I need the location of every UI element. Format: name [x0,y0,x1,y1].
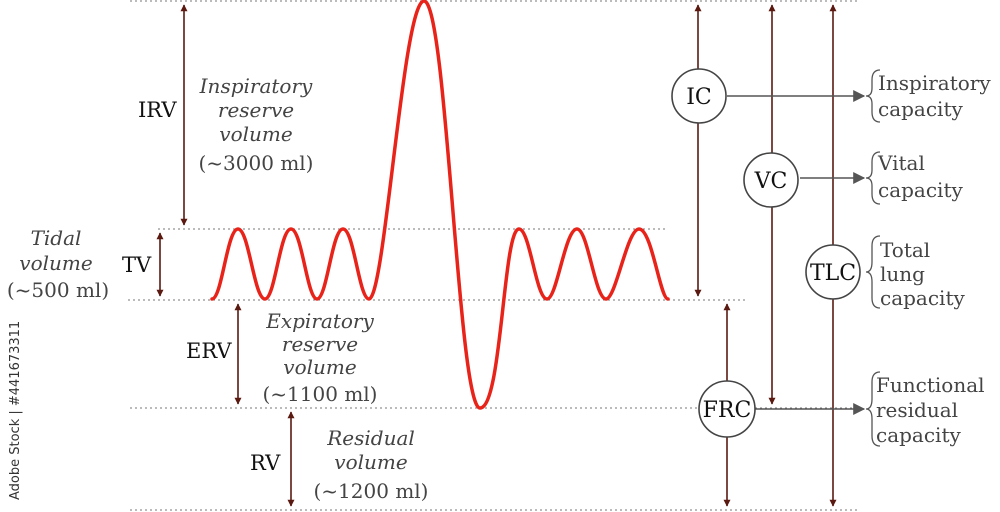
tv-value: (~500 ml) [7,278,109,302]
tv-description: Tidal volume (~500 ml) [7,226,109,302]
ic-node: IC [671,68,727,124]
irv-abbr: IRV [138,98,177,122]
volume-arrows [156,4,295,507]
irv-line3: volume [219,122,292,146]
irv-line2: reserve [218,98,294,122]
watermark-text: Adobe Stock | #441673311 [8,321,23,500]
erv-line1: Expiratory [265,309,374,333]
irv-description: Inspiratory reserve volume (~3000 ml) [199,74,314,175]
tlc-node: TLC [805,244,861,300]
frc-caption: Functional residual capacity [876,373,985,447]
capacity-brackets [865,69,881,447]
level-guides [128,0,860,511]
erv-line2: reserve [282,332,358,356]
vc-node: VC [743,152,799,208]
rv-description: Residual volume (~1200 ml) [314,426,429,503]
ic-bracket [865,69,881,123]
vc-label: VC [754,169,788,194]
irv-line1: Inspiratory [199,74,313,98]
erv-description: Expiratory reserve volume (~1100 ml) [263,309,378,406]
irv-value: (~3000 ml) [199,151,314,175]
ic-caption-line1: Inspiratory [878,71,991,95]
erv-line3: volume [283,355,356,379]
frc-caption-line3: capacity [876,423,961,447]
tlc-caption-line3: capacity [880,286,965,310]
frc-caption-line1: Functional [876,373,985,397]
tlc-caption-line1: Total [880,238,930,262]
frc-caption-line2: residual [876,398,958,422]
tv-line1: Tidal [31,226,82,250]
ic-caption-line2: capacity [878,97,963,121]
vc-caption-line2: capacity [878,178,963,202]
tlc-bracket [865,235,881,309]
ic-label: IC [686,85,712,110]
tlc-caption-line2: lung [880,262,925,286]
vc-caption-line1: Vital [877,151,925,175]
vc-bracket [865,151,881,205]
tv-line2: volume [19,251,92,275]
vc-caption: Vital capacity [877,151,963,202]
tlc-caption: Total lung capacity [880,238,965,310]
erv-value: (~1100 ml) [263,382,378,406]
frc-bracket [865,371,881,447]
tv-abbr: TV [122,253,152,277]
rv-value: (~1200 ml) [314,479,429,503]
rv-abbr: RV [250,451,281,475]
ic-caption: Inspiratory capacity [878,71,991,121]
rv-line2: volume [334,450,407,474]
frc-node: FRC [698,380,756,438]
tlc-label: TLC [810,261,856,286]
rv-line1: Residual [326,426,415,450]
capacity-connectors [727,90,866,415]
frc-label: FRC [703,398,752,423]
erv-abbr: ERV [186,339,232,363]
volume-curve [210,0,670,410]
